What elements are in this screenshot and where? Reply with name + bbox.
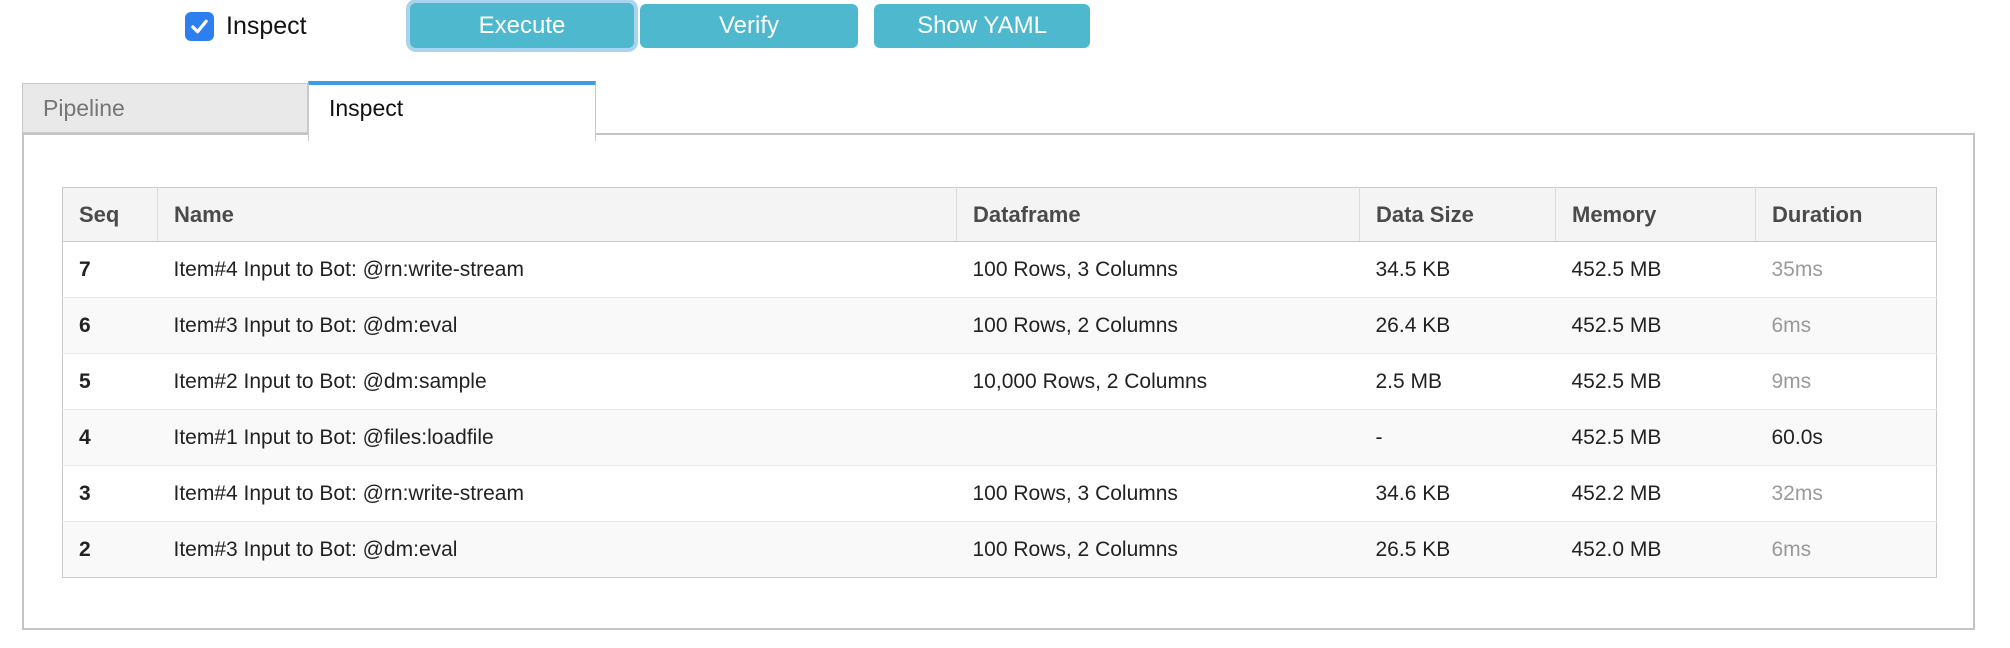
column-header-data-size: Data Size (1359, 187, 1556, 242)
tab-pipeline[interactable]: Pipeline (22, 83, 308, 133)
cell-memory: 452.2 MB (1555, 465, 1756, 522)
cell-seq: 3 (62, 465, 158, 522)
table-row: 2 Item#3 Input to Bot: @dm:eval 100 Rows… (62, 521, 1937, 578)
tab-inspect[interactable]: Inspect (308, 81, 596, 141)
cell-seq: 6 (62, 297, 158, 354)
table-row: 4 Item#1 Input to Bot: @files:loadfile -… (62, 409, 1937, 466)
table-row: 7 Item#4 Input to Bot: @rn:write-stream … (63, 242, 1937, 298)
cell-name: Item#3 Input to Bot: @dm:eval (157, 521, 957, 578)
cell-memory: 452.5 MB (1555, 409, 1756, 466)
cell-seq: 7 (79, 257, 91, 281)
table-header: Seq Name Dataframe Data Size Memory Dura… (62, 187, 1937, 242)
cell-data-size: 34.5 KB (1375, 257, 1451, 281)
cell-data-size: - (1359, 409, 1556, 466)
verify-button[interactable]: Verify (640, 4, 858, 48)
cell-duration: 6ms (1755, 521, 1937, 578)
column-header-memory: Memory (1555, 187, 1756, 242)
column-header-seq: Seq (62, 187, 158, 242)
cell-duration: 35ms (1771, 257, 1823, 281)
inspect-results-table: Seq Name Dataframe Data Size Memory Dura… (62, 187, 1937, 578)
cell-dataframe (956, 409, 1360, 466)
table-row: 3 Item#4 Input to Bot: @rn:write-stream … (62, 465, 1937, 522)
cell-duration: 60.0s (1755, 409, 1937, 466)
cell-duration: 9ms (1755, 353, 1937, 410)
checkmark-icon (190, 17, 209, 36)
cell-duration: 6ms (1755, 297, 1937, 354)
cell-name: Item#3 Input to Bot: @dm:eval (157, 297, 957, 354)
cell-data-size: 2.5 MB (1359, 353, 1556, 410)
cell-memory: 452.5 MB (1571, 257, 1662, 281)
cell-data-size: 26.4 KB (1359, 297, 1556, 354)
cell-dataframe: 10,000 Rows, 2 Columns (956, 353, 1360, 410)
inspect-checkbox[interactable] (185, 12, 214, 41)
execute-button[interactable]: Execute (410, 3, 634, 48)
cell-data-size: 34.6 KB (1359, 465, 1556, 522)
cell-seq: 4 (62, 409, 158, 466)
cell-duration: 32ms (1755, 465, 1937, 522)
cell-data-size: 26.5 KB (1359, 521, 1556, 578)
column-header-name: Name (157, 187, 957, 242)
cell-memory: 452.5 MB (1555, 353, 1756, 410)
cell-name: Item#4 Input to Bot: @rn:write-stream (173, 257, 524, 281)
table-row: 5 Item#2 Input to Bot: @dm:sample 10,000… (62, 353, 1937, 410)
column-header-duration: Duration (1755, 187, 1937, 242)
cell-dataframe: 100 Rows, 3 Columns (956, 465, 1360, 522)
inspect-checkbox-label: Inspect (226, 12, 307, 40)
cell-memory: 452.0 MB (1555, 521, 1756, 578)
cell-memory: 452.5 MB (1555, 297, 1756, 354)
show-yaml-button[interactable]: Show YAML (874, 4, 1090, 48)
cell-seq: 2 (62, 521, 158, 578)
inspect-tab-panel: Seq Name Dataframe Data Size Memory Dura… (22, 133, 1975, 630)
cell-dataframe: 100 Rows, 2 Columns (956, 297, 1360, 354)
cell-name: Item#4 Input to Bot: @rn:write-stream (157, 465, 957, 522)
column-header-dataframe: Dataframe (956, 187, 1360, 242)
cell-seq: 5 (62, 353, 158, 410)
cell-name: Item#2 Input to Bot: @dm:sample (157, 353, 957, 410)
cell-name: Item#1 Input to Bot: @files:loadfile (157, 409, 957, 466)
cell-dataframe: 100 Rows, 3 Columns (972, 257, 1178, 281)
cell-dataframe: 100 Rows, 2 Columns (956, 521, 1360, 578)
table-row: 6 Item#3 Input to Bot: @dm:eval 100 Rows… (62, 297, 1937, 354)
